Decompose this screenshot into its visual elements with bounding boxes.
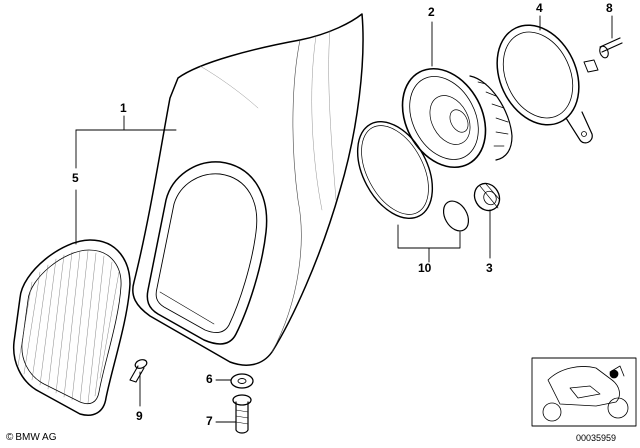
gasket-ring [356, 120, 434, 220]
callout-7: 7 [206, 414, 213, 428]
callout-8: 8 [606, 1, 613, 15]
speaker-housing [132, 13, 364, 366]
loudspeaker [401, 67, 513, 169]
connector-plug [473, 182, 501, 212]
callout-4: 4 [536, 1, 543, 15]
callout-10: 10 [418, 261, 432, 275]
leader-lines [75, 15, 613, 423]
washer [230, 373, 254, 389]
callout-1: 1 [120, 101, 127, 115]
diagram-number: 00035959 [576, 433, 617, 443]
location-marker [609, 369, 619, 379]
brand-label: BMW AG [15, 432, 57, 443]
mounting-ring [496, 24, 593, 144]
small-disc [442, 200, 470, 232]
screw-small [583, 37, 623, 73]
motorcycle-thumbnail [531, 357, 637, 427]
callout-6: 6 [206, 372, 213, 386]
copyright-icon: © [6, 432, 14, 443]
callout-9: 9 [136, 409, 143, 423]
callout-3: 3 [486, 261, 493, 275]
speaker-grille-cover [12, 239, 131, 416]
copyright-notice: © BMW AG [6, 432, 57, 443]
callout-2: 2 [428, 5, 435, 19]
bolt [232, 394, 252, 434]
screw-grille [129, 359, 148, 383]
callout-5: 5 [72, 171, 79, 185]
